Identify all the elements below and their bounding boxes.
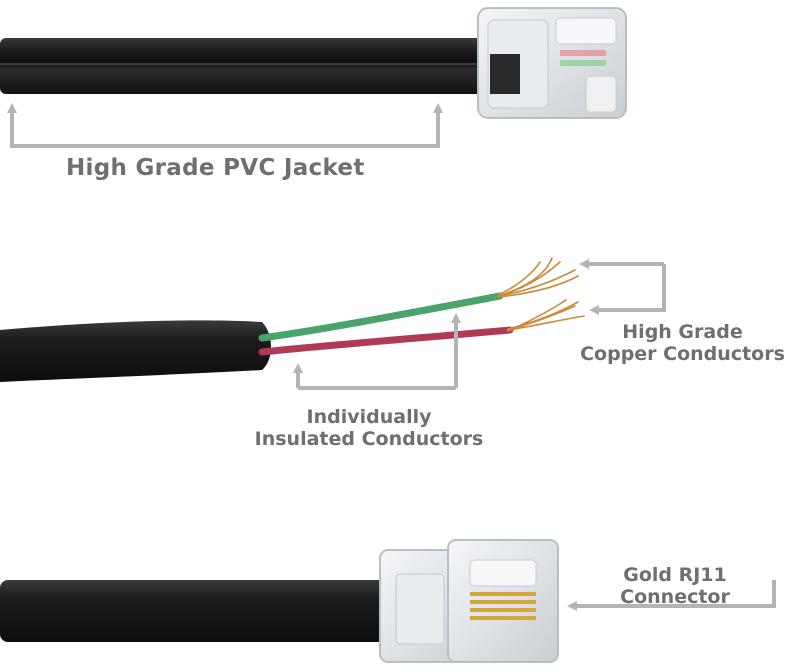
rj11-plug-top	[477, 7, 627, 119]
label-pvc-jacket: High Grade PVC Jacket	[66, 155, 365, 181]
bottom-cable	[0, 580, 400, 642]
red-wire	[258, 326, 514, 356]
copper-strands-lower	[507, 299, 585, 332]
green-wire	[258, 292, 504, 342]
label-insulated-conductors: Individually Insulated Conductors	[238, 408, 500, 449]
callout-rj11	[567, 580, 776, 611]
label-rj11-line2: Connector	[620, 586, 730, 608]
rj11-plug-bottom	[379, 539, 559, 663]
label-insulated-line2: Insulated Conductors	[254, 428, 484, 450]
label-rj11-connector: Gold RJ11 Connector	[605, 566, 745, 607]
label-insulated-line1: Individually	[306, 406, 432, 428]
copper-strands-upper	[497, 257, 579, 298]
label-rj11-line1: Gold RJ11	[623, 564, 727, 586]
callout-copper	[579, 259, 666, 315]
callout-insulated	[293, 313, 461, 390]
bottom-cable-group	[0, 539, 559, 663]
flat-cable-group	[0, 7, 627, 119]
label-copper-line1: High Grade	[622, 321, 743, 343]
label-copper-line2: Copper Conductors	[580, 343, 785, 365]
label-copper-conductors: High Grade Copper Conductors	[565, 323, 800, 364]
round-cable-group	[0, 257, 585, 382]
round-cable	[0, 320, 271, 382]
flat-cable	[0, 38, 492, 94]
callout-jacket	[7, 103, 443, 148]
